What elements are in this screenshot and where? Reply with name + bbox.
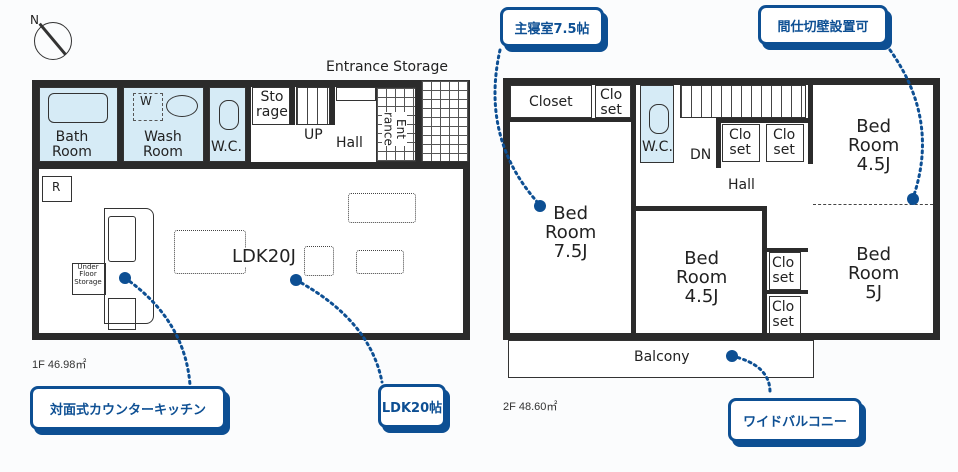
porch: [421, 80, 469, 162]
washer-label: W: [140, 94, 152, 108]
entrance-storage: [336, 87, 376, 101]
wc-2f: [640, 85, 674, 163]
entrance-storage-label: Entrance Storage: [326, 59, 448, 75]
balcony-label: Balcony: [634, 349, 690, 365]
wc-1f-label: W.C.: [211, 139, 242, 155]
master-bedroom-marker-dot: [534, 200, 546, 212]
under-floor-storage-label: Under Floor Storage: [74, 263, 102, 286]
callout-kitchen: 対面式カウンターキッチン: [30, 386, 226, 430]
ldk-label: LDK20J: [232, 246, 296, 267]
compass-north-label: N: [30, 13, 39, 27]
hall-2f-label: Hall: [728, 177, 755, 193]
wash-room: [123, 87, 204, 162]
wc-2f-label: W.C.: [642, 139, 673, 155]
closet-2f-hall-a-label: Clo set: [729, 127, 752, 158]
closet-2f-label: Closet: [529, 94, 573, 110]
first-floor-area: 1F 46.98㎡: [32, 359, 87, 371]
armchair: [304, 246, 334, 276]
second-floor-area: 2F 48.60㎡: [503, 401, 558, 413]
coffee-table: [356, 250, 404, 274]
sink-icon: [166, 95, 198, 117]
closet-2f-hall-a: [722, 124, 760, 162]
stairs-up: [296, 87, 330, 125]
closet-2f: [510, 85, 592, 118]
wc-1f: [209, 87, 246, 162]
bathtub-icon: [48, 93, 108, 123]
closet-2f-d: [769, 296, 801, 334]
closet-2f-hall-b: [766, 124, 804, 162]
kitchen-sink-icon: [108, 216, 136, 262]
closet-2f-d-label: Clo set: [772, 299, 795, 330]
storage-1f-label: Sto rage: [256, 89, 288, 120]
callout-ldk: LDK20帖: [378, 384, 446, 428]
closet-2f-c: [769, 252, 801, 290]
closet-2f-small-label: Clo set: [600, 87, 623, 118]
storage-1f: [252, 87, 290, 125]
entrance-label: Ent rance: [381, 112, 409, 146]
bath-room-label: Bath Room: [52, 129, 92, 160]
callout-partition: 間仕切壁設置可: [758, 5, 888, 45]
closet-2f-c-label: Clo set: [772, 255, 795, 286]
roof-access-label: R: [52, 180, 61, 194]
washer-space-icon: [133, 93, 163, 121]
bedroom-ne-label: Bed Room 4.5J: [848, 116, 900, 175]
closet-2f-small: [595, 85, 631, 118]
wash-room-label: Wash Room: [143, 129, 183, 160]
stove-icon: [108, 298, 136, 330]
stairs-down-label: DN: [690, 147, 712, 163]
bath-room: [39, 87, 118, 162]
partition-marker-dot: [907, 193, 919, 205]
partition-line: [813, 204, 933, 205]
bedroom-middle-label: Bed Room 4.5J: [676, 248, 728, 307]
toilet-icon: [649, 104, 669, 134]
kitchen-marker-dot: [119, 272, 131, 284]
toilet-icon: [219, 100, 239, 130]
closet-2f-hall-b-label: Clo set: [773, 127, 796, 158]
compass: [34, 22, 72, 60]
kitchen-counter: [104, 208, 154, 324]
callout-balcony: ワイドバルコニー: [728, 398, 862, 442]
balcony-marker-dot: [726, 350, 738, 362]
bedroom-se-label: Bed Room 5J: [848, 244, 900, 303]
stairs-down: [680, 85, 806, 118]
sofa: [348, 193, 416, 223]
ldk-marker-dot: [290, 274, 302, 286]
roof-access-icon: [42, 176, 72, 202]
callout-master-bedroom: 主寝室7.5帖: [500, 7, 604, 47]
stairs-up-label: UP: [304, 127, 323, 143]
hall-1f-label: Hall: [336, 135, 363, 151]
bedroom-west-label: Bed Room 7.5J: [545, 203, 597, 262]
